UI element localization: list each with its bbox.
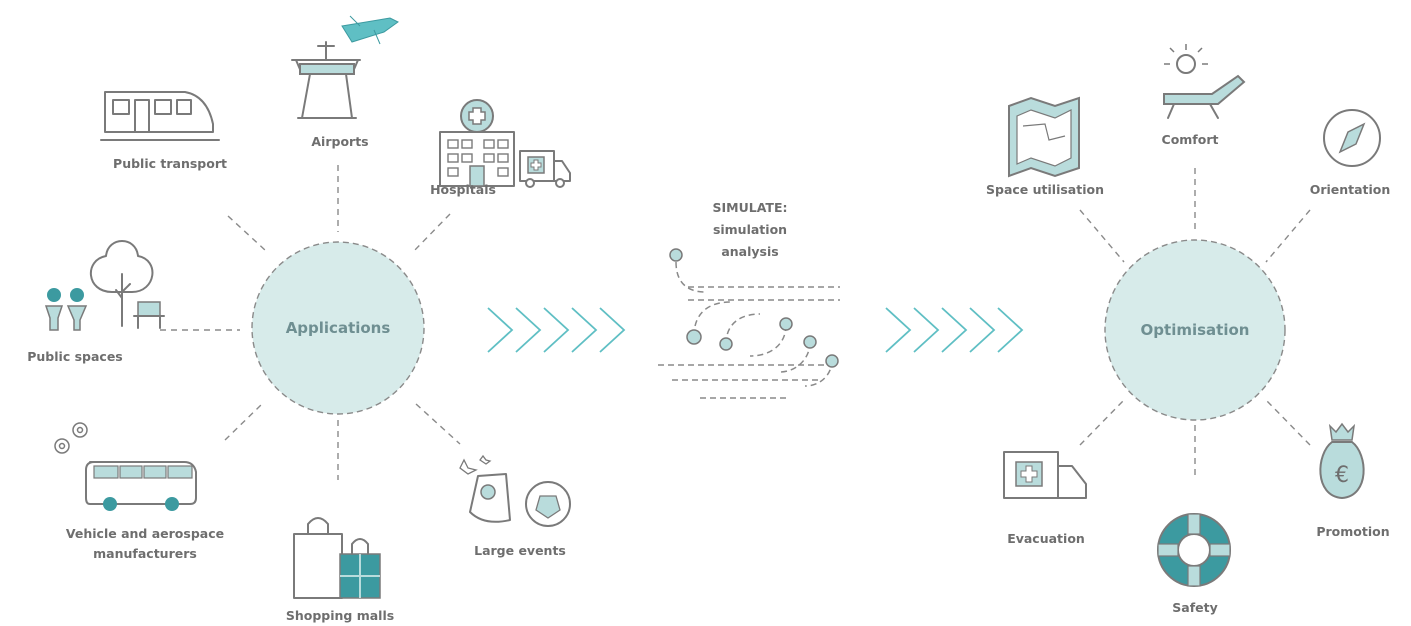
compass-icon (1323, 109, 1381, 167)
airport-tower-icon (291, 15, 399, 119)
simulate-line2: simulation (712, 222, 788, 237)
label-space-utilisation: Space utilisation (986, 182, 1104, 197)
stage-football-icon (459, 454, 571, 527)
simulation-flow-graphic (658, 248, 840, 399)
label-comfort: Comfort (1161, 132, 1219, 147)
applications-hub (251, 241, 425, 415)
label-promotion: Promotion (1316, 524, 1390, 539)
lifebuoy-icon (1157, 513, 1231, 587)
lounger-icon (1163, 44, 1246, 119)
bus-icon (54, 422, 197, 511)
label-airports: Airports (311, 134, 369, 149)
optimisation-spokes (1079, 168, 1311, 480)
optimisation-hub (1104, 239, 1286, 421)
ambulance-icon (1003, 451, 1087, 499)
label-safety: Safety (1172, 600, 1218, 615)
simulate-line3: analysis (721, 244, 779, 259)
applications-spokes (160, 165, 461, 480)
label-hospitals: Hospitals (430, 182, 496, 197)
hospital-icon (439, 99, 571, 188)
label-evacuation: Evacuation (1007, 531, 1085, 546)
label-public-spaces: Public spaces (27, 349, 123, 364)
shopping-bags-icon (293, 517, 381, 599)
label-vehicle-line1: Vehicle and aerospace (65, 526, 225, 541)
optimisation-hub-label: Optimisation (1140, 321, 1250, 339)
map-icon (1008, 96, 1080, 178)
label-large-events: Large events (474, 543, 566, 558)
simulate-title: SIMULATE: (712, 200, 788, 215)
label-orientation: Orientation (1309, 182, 1391, 197)
label-shopping-malls: Shopping malls (285, 608, 395, 623)
label-public-transport: Public transport (113, 156, 227, 171)
chevrons-right (885, 307, 1024, 353)
applications-hub-label: Applications (285, 319, 391, 337)
park-icon (44, 240, 165, 331)
svg-text:€: € (1335, 463, 1349, 488)
money-bag-icon: € (1319, 422, 1365, 500)
chevrons-left (487, 307, 626, 353)
train-icon (100, 91, 220, 141)
label-vehicle-line2: manufacturers (93, 546, 197, 561)
